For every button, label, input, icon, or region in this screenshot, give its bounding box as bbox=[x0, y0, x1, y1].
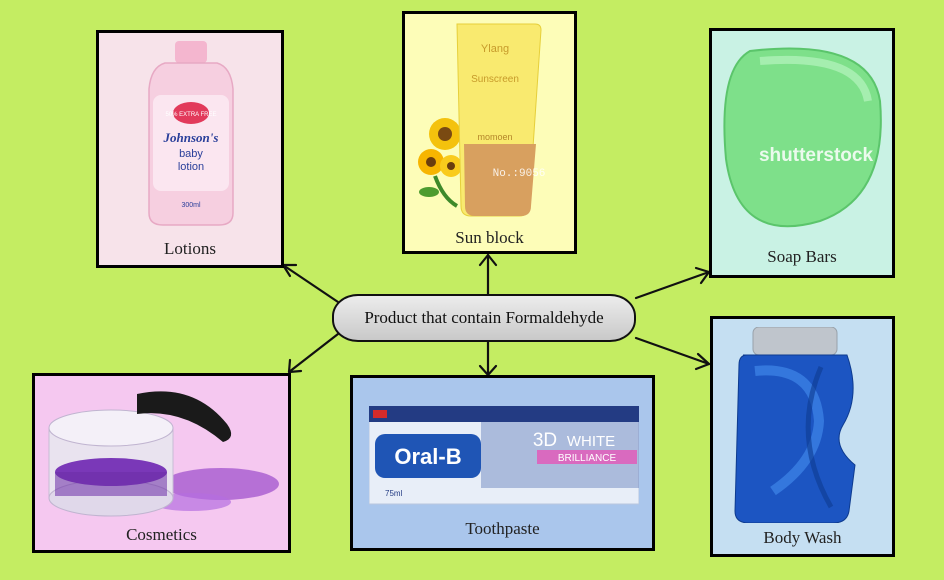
bottle-line2: lotion bbox=[178, 161, 204, 173]
arrow-to-cosmetics bbox=[287, 332, 340, 374]
tube-watermark: No.:9056 bbox=[493, 168, 546, 180]
toothpaste-white: WHITE bbox=[567, 433, 615, 450]
bodywash-label: Body Wash bbox=[763, 528, 842, 547]
toothpaste-volume: 75ml bbox=[385, 489, 403, 498]
toothpaste-brand: Oral-B bbox=[394, 444, 461, 469]
lotions-label: Lotions bbox=[164, 239, 216, 258]
soap-watermark: shutterstock bbox=[759, 145, 873, 166]
toothpaste-3d: 3D bbox=[533, 430, 557, 451]
bottle-brand: Johnson's bbox=[163, 130, 219, 145]
cosmetic-powder-image bbox=[48, 391, 279, 517]
soap-bar-image: shutterstock bbox=[723, 47, 882, 228]
sunscreen-tube-image: Ylang Sunscreen momoen No.:9056 bbox=[418, 23, 546, 217]
tube-product: Sunscreen bbox=[471, 74, 519, 85]
sunblock-box: Ylang Sunscreen momoen No.:9056 Sun bloc… bbox=[402, 11, 577, 254]
toothpaste-box-image: Oral-B 3D WHITE BRILLIANCE 75ml bbox=[369, 406, 639, 505]
bodywash-box: Body Wash bbox=[710, 316, 895, 557]
tube-brand: Ylang bbox=[481, 43, 509, 55]
arrow-to-bodywash bbox=[634, 336, 711, 366]
toothpaste-brilliance: BRILLIANCE bbox=[558, 453, 617, 464]
soap-label: Soap Bars bbox=[767, 247, 837, 266]
soap-box: shutterstock Soap Bars bbox=[709, 28, 895, 278]
arrow-to-soap bbox=[634, 270, 711, 300]
bodywash-bottle-image bbox=[734, 327, 856, 523]
bottle-line1: baby bbox=[179, 148, 203, 160]
lotions-box: 50% EXTRA FREE Johnson's baby lotion 300… bbox=[96, 30, 284, 268]
tube-sub: momoen bbox=[477, 132, 512, 142]
center-topic-node: Product that contain Formaldehyde bbox=[332, 294, 636, 342]
cosmetics-label: Cosmetics bbox=[126, 525, 197, 544]
cosmetics-box: Cosmetics bbox=[32, 373, 291, 553]
bottle-badge: 50% EXTRA FREE bbox=[165, 112, 216, 118]
toothpaste-box: Oral-B 3D WHITE BRILLIANCE 75ml Toothpas… bbox=[350, 375, 655, 551]
arrow-to-lotions bbox=[281, 263, 340, 304]
lotion-bottle-image: 50% EXTRA FREE Johnson's baby lotion 300… bbox=[148, 41, 234, 226]
toothpaste-label: Toothpaste bbox=[465, 519, 540, 538]
bottle-volume: 300ml bbox=[181, 202, 201, 209]
sunflower-icon bbox=[418, 118, 462, 208]
sunblock-label: Sun block bbox=[455, 228, 524, 247]
